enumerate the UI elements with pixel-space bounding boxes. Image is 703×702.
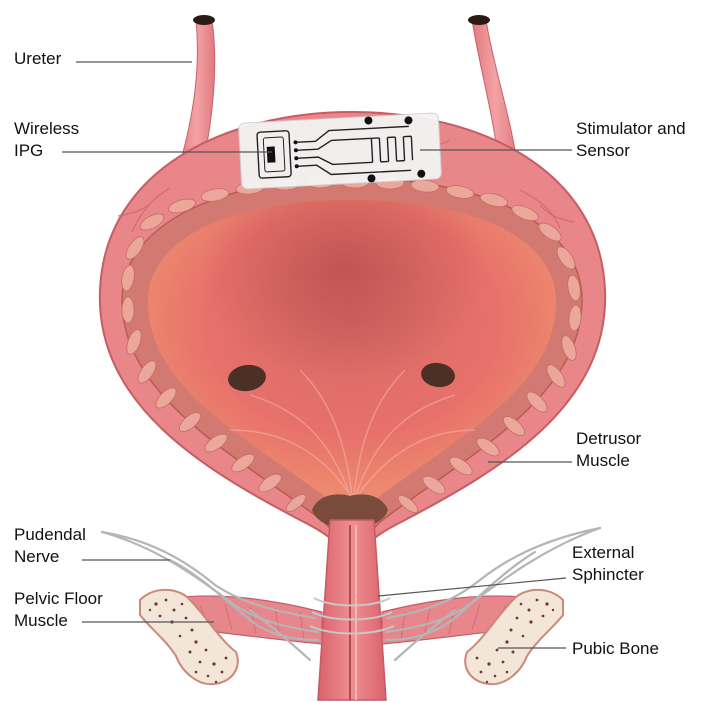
stimulator-sensor-device: [238, 113, 441, 189]
label-external-sphincter: External Sphincter: [572, 542, 644, 586]
label-pudendal-nerve: Pudendal Nerve: [14, 524, 86, 568]
urethra: [318, 520, 386, 700]
label-pubic-bone: Pubic Bone: [572, 638, 659, 660]
label-wireless-ipg: Wireless IPG: [14, 118, 79, 162]
label-pelvic-floor-muscle: Pelvic Floor Muscle: [14, 588, 103, 632]
label-stimulator-sensor: Stimulator and Sensor: [576, 118, 686, 162]
label-detrusor-muscle: Detrusor Muscle: [576, 428, 641, 472]
label-ureter: Ureter: [14, 48, 61, 70]
